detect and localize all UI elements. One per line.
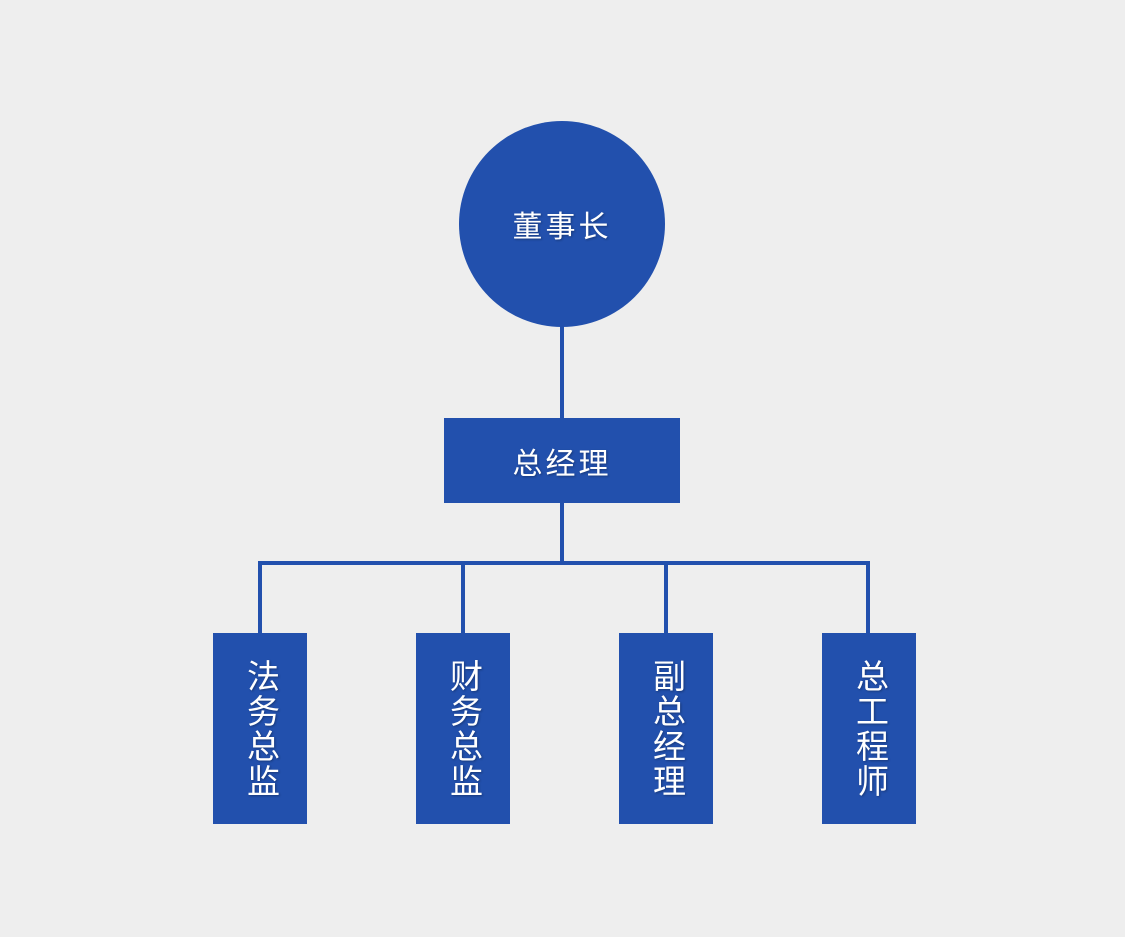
- org-node-finance-director-label: 财务总监: [445, 658, 483, 799]
- connector-horizontal-bus: [258, 561, 870, 565]
- org-node-finance-director[interactable]: 财务总监: [416, 633, 510, 824]
- org-node-general-manager[interactable]: 总经理: [444, 418, 680, 503]
- org-node-chairman[interactable]: 董事长: [459, 121, 665, 327]
- connector-root-to-gm: [560, 300, 564, 422]
- org-node-chairman-label: 董事长: [512, 211, 612, 244]
- org-node-deputy-general-manager-label: 副总经理: [648, 658, 686, 799]
- org-node-general-manager-label: 总经理: [512, 447, 612, 481]
- org-node-chief-engineer-label: 总工程师: [851, 658, 889, 799]
- org-node-legal-director[interactable]: 法务总监: [213, 633, 307, 824]
- connector-drop-chief-engineer: [866, 561, 870, 637]
- connector-drop-deputy-gm: [664, 561, 668, 637]
- org-node-legal-director-label: 法务总监: [242, 658, 280, 799]
- connector-drop-finance-director: [461, 561, 465, 637]
- org-node-chief-engineer[interactable]: 总工程师: [822, 633, 916, 824]
- connector-gm-to-bus: [560, 499, 564, 565]
- org-node-deputy-general-manager[interactable]: 副总经理: [619, 633, 713, 824]
- connector-drop-legal-director: [258, 561, 262, 637]
